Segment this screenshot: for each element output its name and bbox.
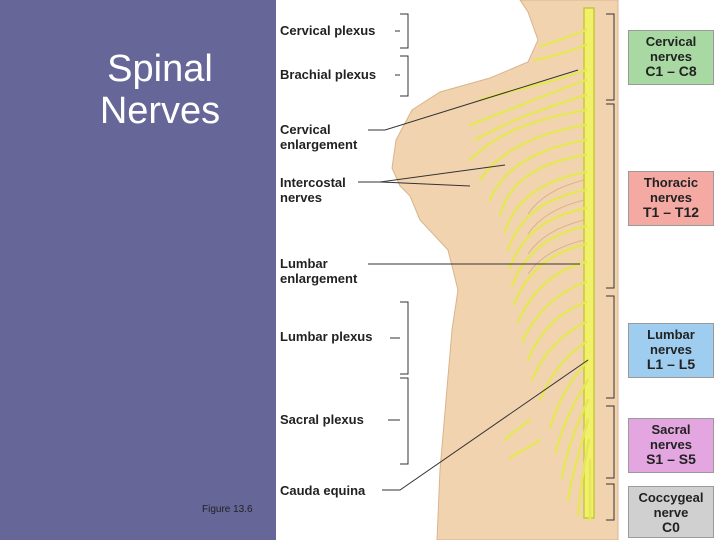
box-lumbar-nerves: Lumbar nerves L1 – L5 xyxy=(628,323,714,378)
box-coccygeal-code: C0 xyxy=(662,519,680,535)
label-lumbar-enlargement-line-2: enlargement xyxy=(280,271,358,286)
label-brachial-plexus: Brachial plexus xyxy=(280,67,377,82)
slide-title: Spinal Nerves xyxy=(60,48,260,132)
label-lumbar-enlargement-line-1: Lumbar xyxy=(280,256,328,271)
left-panel xyxy=(0,0,276,540)
box-sacral-code: S1 – S5 xyxy=(646,451,696,467)
box-lumbar-line-1: Lumbar xyxy=(647,327,695,342)
rib-outlines xyxy=(527,179,585,275)
label-sacral-plexus: Sacral plexus xyxy=(280,412,364,427)
label-lumbar-plexus: Lumbar plexus xyxy=(280,329,373,344)
slide-title-line-2: Nerves xyxy=(99,90,221,132)
label-lumbar-enlargement: Lumbar enlargement xyxy=(280,256,357,286)
label-cervical-enlargement-line-1: Cervical xyxy=(280,122,331,137)
box-lumbar-code: L1 – L5 xyxy=(646,356,696,372)
box-thoracic-line-2: nerves xyxy=(650,190,692,205)
box-cervical-code: C1 – C8 xyxy=(645,63,697,79)
slide-title-line-1: Spinal xyxy=(107,48,213,90)
label-leader-lines xyxy=(358,13,615,521)
label-cervical-plexus: Cervical plexus xyxy=(280,23,376,38)
box-sacral-line-2: nerves xyxy=(650,437,692,452)
label-intercostal-line-1: Intercostal xyxy=(280,175,346,190)
box-cervical-nerves: Cervical nerves C1 – C8 xyxy=(628,30,714,85)
box-thoracic-code: T1 – T12 xyxy=(642,204,700,220)
box-coccygeal-line-1: Coccygeal xyxy=(638,490,704,505)
label-cervical-enlargement-line-2: enlargement xyxy=(280,137,358,152)
box-coccygeal-nerve: Coccygeal nerve C0 xyxy=(628,486,714,538)
box-lumbar-line-2: nerves xyxy=(650,342,692,357)
box-thoracic-line-1: Thoracic xyxy=(643,175,699,190)
label-cervical-enlargement: Cervical enlargement xyxy=(280,122,357,152)
back-silhouette xyxy=(391,0,619,540)
box-sacral-nerves: Sacral nerves S1 – S5 xyxy=(628,418,714,473)
figure-caption: Figure 13.6 xyxy=(202,504,253,515)
box-thoracic-nerves: Thoracic nerves T1 – T12 xyxy=(628,171,714,226)
label-cauda-equina: Cauda equina xyxy=(280,483,366,498)
box-cervical-line-2: nerves xyxy=(650,49,692,64)
box-cervical-line-1: Cervical xyxy=(645,34,697,49)
label-intercostal-nerves: Intercostal nerves xyxy=(280,175,346,205)
box-coccygeal-line-2: nerve xyxy=(653,505,689,520)
box-sacral-line-1: Sacral xyxy=(651,422,691,437)
label-intercostal-line-2: nerves xyxy=(280,190,322,205)
